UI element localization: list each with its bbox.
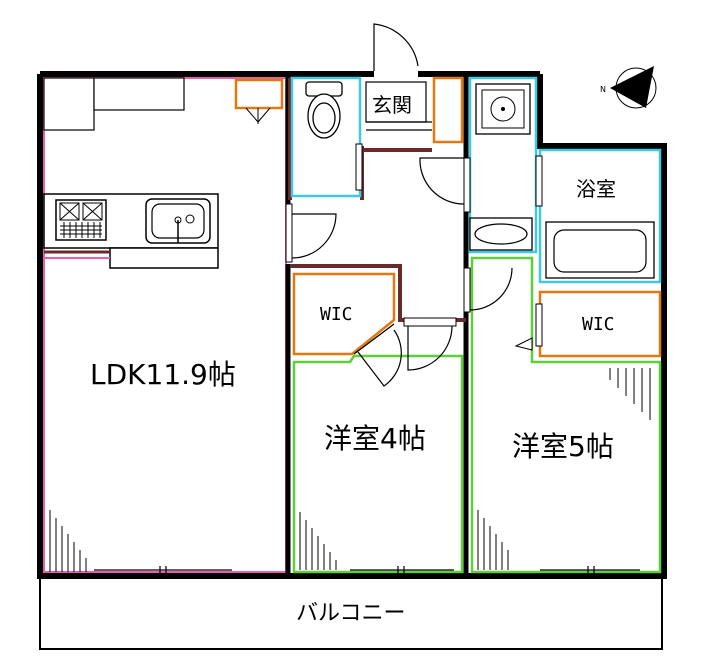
washing-machine-icon: [475, 83, 531, 135]
washbasin-icon: [469, 217, 533, 251]
wic2-room: [535, 290, 662, 358]
compass-icon: N: [600, 66, 657, 109]
western1-label: 洋室4帖: [324, 422, 426, 455]
entrance: [365, 23, 465, 205]
ldk-room: [43, 77, 287, 578]
entrance-label: 玄関: [372, 93, 412, 117]
upper-cabinet: [43, 77, 95, 131]
sink-icon: [145, 198, 211, 244]
toilet-room: [290, 76, 363, 198]
shoe-cabinet: [432, 76, 464, 144]
bath-room: [535, 148, 662, 284]
western-room-5: [469, 256, 662, 578]
compass-north-label: N: [600, 85, 606, 94]
ldk-closet: [234, 78, 284, 110]
ldk-label: LDK11.9帖: [90, 358, 236, 391]
western2-label: 洋室5帖: [512, 430, 614, 463]
western-room-4: [292, 325, 464, 578]
wic2-label: WIC: [582, 314, 615, 335]
ldk-door: [285, 157, 471, 327]
balcony-label: バルコニー: [296, 601, 406, 626]
stove-icon: [55, 199, 107, 241]
bathtub-icon: [545, 221, 655, 279]
upper-cabinet: [93, 77, 185, 111]
toilet-icon: [305, 81, 343, 139]
wic1-room: [292, 272, 396, 356]
bath-label: 浴室: [576, 177, 616, 201]
balcony: [39, 575, 663, 650]
washroom: [468, 76, 538, 254]
wic1-label: WIC: [320, 304, 353, 325]
